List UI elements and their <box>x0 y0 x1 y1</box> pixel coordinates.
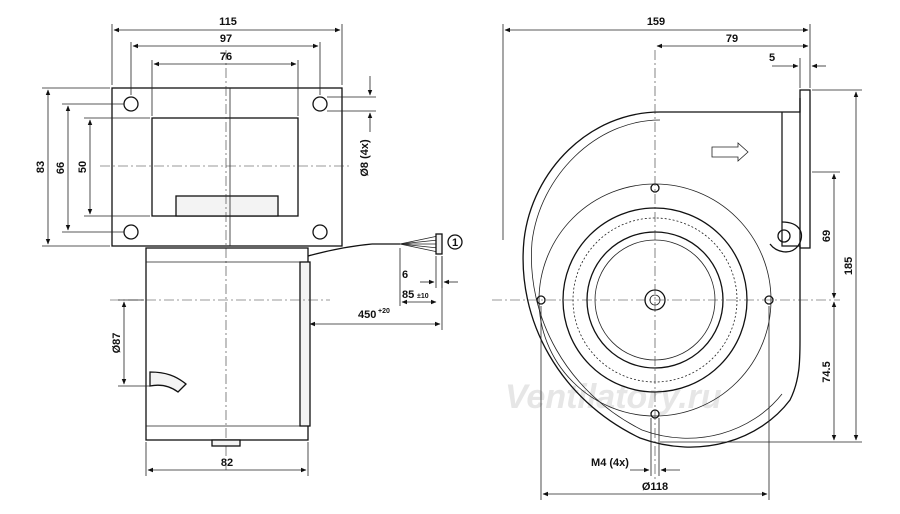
front-view: 159 79 5 185 69 74.5 M4 (4x) Ø118 <box>492 16 862 500</box>
dim-79: 79 <box>726 33 738 45</box>
dim-74-5: 74.5 <box>821 361 833 382</box>
dim-115: 115 <box>219 16 237 28</box>
dim-97: 97 <box>220 33 232 45</box>
dim-motor-dia: Ø87 <box>111 333 123 354</box>
motor-cable <box>307 243 373 257</box>
dim-185: 185 <box>843 257 855 275</box>
mounting-ear <box>769 221 803 253</box>
outlet-flange <box>799 89 811 249</box>
callout-circle <box>447 234 463 250</box>
mount-hole <box>123 224 139 240</box>
dim-5: 5 <box>769 52 775 64</box>
dim-69: 69 <box>821 230 833 242</box>
dim-strip-6: 6 <box>402 269 408 281</box>
dim-66: 66 <box>55 162 67 174</box>
callout-label: 1 <box>452 237 458 249</box>
outlet-lip <box>175 195 279 217</box>
dim-76: 76 <box>220 51 232 63</box>
mount-hole <box>312 96 328 112</box>
dim-cable-len-tol: +20 <box>378 308 390 315</box>
dim-159: 159 <box>647 16 665 28</box>
dim-m4: M4 (4x) <box>591 457 629 469</box>
watermark-text: Ventilatory.ru <box>505 378 722 416</box>
dim-hole-dia: Ø8 (4x) <box>359 139 371 177</box>
dim-82: 82 <box>221 457 233 469</box>
dim-83: 83 <box>35 161 47 173</box>
volute-housing <box>522 98 801 448</box>
motor-cap <box>299 261 311 427</box>
dim-cable-len: 450 <box>358 309 376 321</box>
side-view: 1 115 97 76 83 66 50 Ø8 ( <box>35 16 463 476</box>
rotation-arrow-icon <box>711 142 749 162</box>
cable-grommet <box>149 371 187 393</box>
dim-118: Ø118 <box>642 481 668 493</box>
dim-wire-end-tol: ±10 <box>417 293 429 300</box>
mounting-flange <box>111 87 343 247</box>
dim-wire-end: 85 <box>402 289 414 301</box>
mount-hole <box>312 224 328 240</box>
motor-body <box>145 247 309 441</box>
mount-hole <box>123 96 139 112</box>
dim-50: 50 <box>77 161 89 173</box>
